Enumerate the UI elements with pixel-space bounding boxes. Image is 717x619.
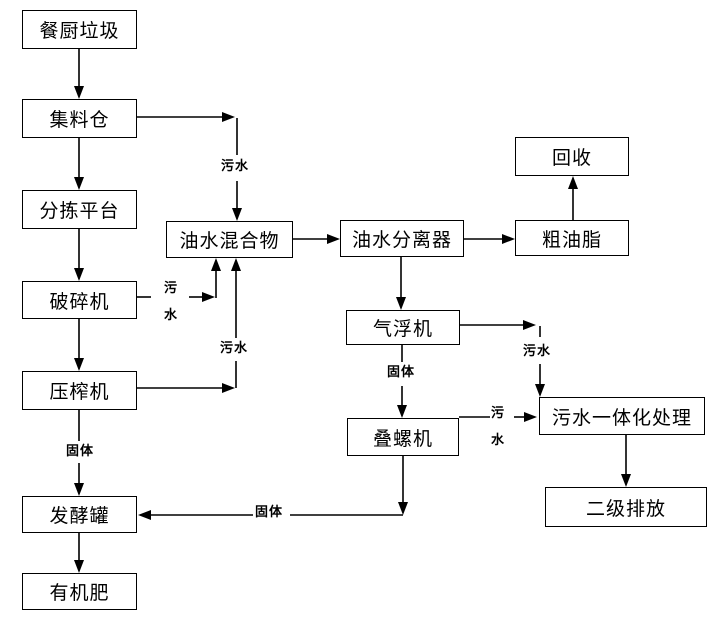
label-solid-screw-line: 固体	[255, 504, 284, 519]
node-collection-bin: 集料仓	[22, 99, 137, 138]
node-sewage-treatment: 污水一体化处理	[539, 397, 705, 435]
node-oil-water-mixture: 油水混合物	[166, 221, 293, 258]
label-sewage-flotation-line: 污水	[523, 343, 552, 358]
node-crude-grease: 粗油脂	[515, 220, 629, 256]
node-kitchen-waste: 餐厨垃圾	[22, 10, 137, 49]
node-fermentation-tank: 发酵罐	[22, 496, 137, 533]
node-screw-press: 叠螺机	[347, 418, 459, 456]
label-sewage-press-line: 污水	[220, 340, 249, 355]
node-recycling: 回收	[515, 137, 629, 176]
label-solid-flotation-line: 固体	[387, 364, 416, 379]
label-sewage-screw-line: 污水	[491, 405, 505, 447]
node-air-flotation: 气浮机	[346, 310, 460, 345]
node-organic-fertilizer: 有机肥	[22, 573, 137, 610]
label-sewage-collection-line: 污水	[221, 158, 250, 173]
label-solid-press-line: 固体	[66, 443, 95, 458]
node-crusher: 破碎机	[22, 281, 137, 319]
label-sewage-crusher-line: 污水	[164, 280, 178, 322]
node-sorting-platform: 分拣平台	[22, 190, 137, 229]
node-press: 压榨机	[22, 371, 137, 410]
node-oil-water-separator: 油水分离器	[340, 220, 464, 257]
node-secondary-discharge: 二级排放	[545, 487, 707, 527]
